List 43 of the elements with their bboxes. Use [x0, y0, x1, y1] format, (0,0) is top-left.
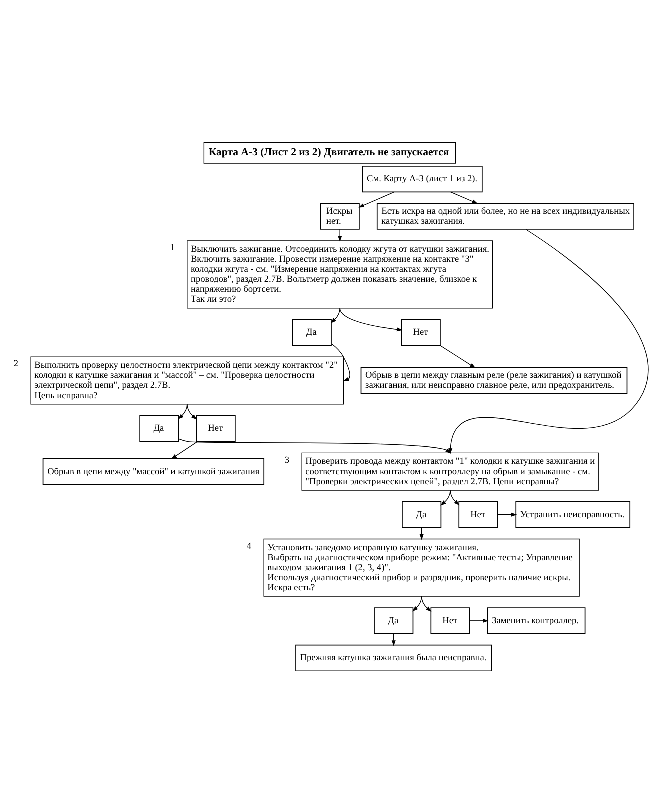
arrow [412, 596, 422, 612]
node-box: Нет [458, 501, 498, 528]
arrow [450, 490, 460, 506]
arrow [178, 438, 452, 454]
node-label: 4 [246, 541, 252, 552]
arrow [338, 228, 342, 242]
node-box: Устранить неисправность. [516, 501, 631, 528]
node-box: См. Карту А-3 (лист 1 из 2). [362, 165, 483, 192]
node-box: Да [402, 501, 442, 528]
arrow [450, 191, 478, 204]
node-box: Да [140, 414, 180, 442]
arrow [440, 490, 451, 506]
node-box: Есть искра на одной или более, но не на всех индивидуальных катушках зажигания. [376, 202, 634, 230]
node-box: Нет [430, 607, 470, 634]
node-box: Заменить контроллер. [487, 607, 586, 634]
arrow [448, 228, 649, 454]
arrow [440, 344, 476, 368]
node-label: 3 [284, 455, 290, 466]
node-box: Искры нет. [320, 202, 360, 230]
arrow [498, 512, 518, 516]
arrow [187, 404, 198, 420]
node-box: Нет [196, 414, 236, 442]
arrow [421, 596, 432, 612]
diagram-title: Карта А-3 (Лист 2 из 2) Двигатель не запускается [208, 146, 450, 158]
arrow [178, 404, 188, 420]
node-box: Нет [401, 318, 441, 346]
node-box: Установить заведомо исправную катушку зажигания. Выбрать на диагностическом приборе режим: "Активные тесты; Управление выходом зажигания 1 (2, 3, 4)". Используя диагностический прибор и разрядник, проверить наличие искры. Искра есть? [264, 538, 580, 596]
node-box: Выполнить проверку целостности электрической цепи между контактом "2" колодки к катушке зажигания и "массой" – см. "Проверка целостности электрической цепи", раздел 2.7В. Цепь исправна? [30, 356, 344, 404]
node-box: Прежняя катушка зажигания была неисправна. [296, 644, 492, 672]
arrow [358, 191, 395, 208]
node-label: 2 [14, 359, 19, 370]
arrow [330, 308, 340, 323]
node-label: 1 [170, 243, 175, 254]
arrow [470, 618, 489, 622]
node-box: Да [292, 318, 332, 346]
node-box: Проверить провода между контактом "1" колодки к катушке зажигания и соответствующим контактом к контроллеру на обрыв и замыкание - см. "Проверки электрических цепей", раздел 2.7В. Цепи исправны? [302, 452, 600, 490]
node-box: Обрыв в цепи между главным реле (реле зажигания) и катушкой зажигания, или неисправно главное реле, или предохранитель. [360, 366, 628, 394]
arrow [340, 308, 403, 332]
arrow [171, 440, 198, 459]
node-box: Выключить зажигание. Отсоединить колодку жгута от катушки зажигания. Включить зажигание. Провести измерение напряжение на контакте "3" колодки жгута - см. "Измерение напряжения на контактах жгута проводов", раздел 2.7В. Вольтметр должен показать значение, близкое к напряжению бортсети. Так ли это? [187, 240, 494, 308]
arrow [331, 343, 350, 381]
node-box: Обрыв в цепи между "массой" и катушкой зажигания [42, 458, 265, 485]
node-box: Да [374, 607, 414, 634]
